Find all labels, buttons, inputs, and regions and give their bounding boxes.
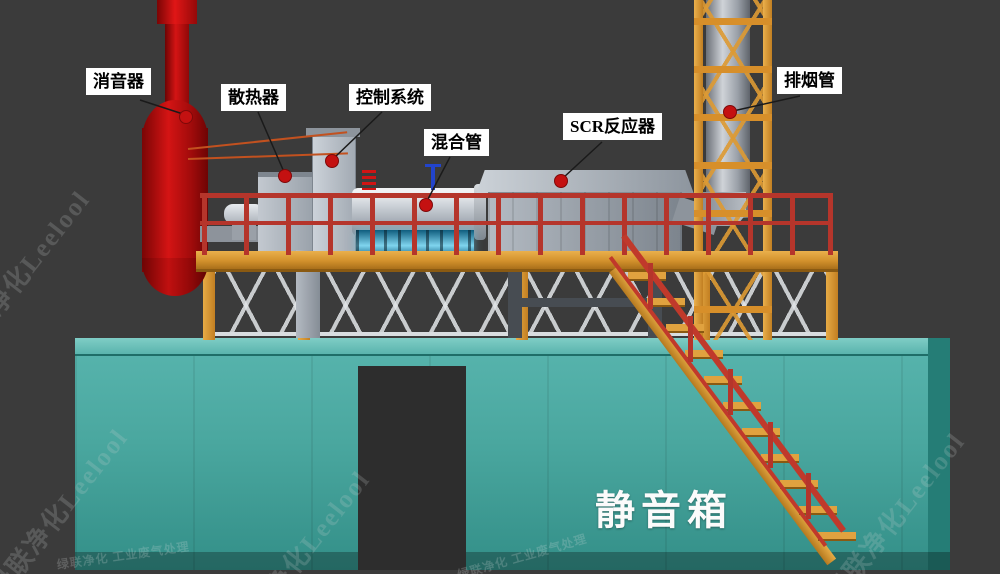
railing-post: [790, 193, 795, 255]
tower-column: [694, 0, 703, 340]
railing-post: [622, 193, 627, 255]
platform-beam: [196, 251, 838, 272]
railing-post: [286, 193, 291, 255]
railing-post: [748, 193, 753, 255]
stair-step: [685, 350, 723, 359]
railing-post: [328, 193, 333, 255]
stair-rail-post: [688, 316, 693, 362]
railing-post: [496, 193, 501, 255]
muffler-tank-body: [142, 128, 208, 272]
silencer-box-bottom-shadow: [75, 552, 950, 570]
stair-step: [628, 272, 666, 281]
stair-step: [742, 428, 780, 437]
label-radiator: 散热器: [221, 84, 286, 112]
stair-step: [647, 298, 685, 307]
tower-rung: [694, 210, 772, 217]
tower-rung: [694, 306, 772, 313]
stair-rail-post: [806, 473, 811, 519]
railing-mid-rail: [200, 221, 832, 225]
railing-post: [664, 193, 669, 255]
railing-post: [202, 193, 207, 255]
door-opening: [358, 366, 466, 570]
railing-post: [244, 193, 249, 255]
tower-rung: [694, 114, 772, 121]
railing-post: [454, 193, 459, 255]
label-exhaust-pipe: 排烟管: [777, 67, 842, 95]
stair-step: [761, 454, 799, 463]
tower-column: [763, 0, 772, 340]
railing-post: [580, 193, 585, 255]
silencer-box-title: 静音箱: [595, 488, 733, 533]
stair-rail-post: [768, 422, 773, 468]
stair-step: [799, 506, 837, 515]
tower-rung: [694, 162, 772, 169]
valve-stem: [431, 166, 435, 190]
silencer-box: [75, 338, 950, 570]
stair-rail-post: [728, 369, 733, 415]
railing-post: [706, 193, 711, 255]
silencer-box-top-band: [75, 338, 950, 356]
tower-rung: [694, 18, 772, 25]
railing-top-rail: [200, 193, 832, 198]
railing-post: [828, 193, 833, 255]
reactor-support-beam: [508, 298, 662, 307]
label-muffler: 消音器: [86, 68, 151, 96]
railing-post: [412, 193, 417, 255]
label-scr-reactor: SCR反应器: [563, 113, 663, 141]
railing-post: [370, 193, 375, 255]
stair-rail-post: [648, 263, 653, 309]
stair-step: [704, 376, 742, 385]
scr-reactor-ribs: [488, 192, 682, 258]
tower-lattice: [694, 0, 772, 340]
valve-handle: [425, 164, 441, 167]
platform-leg: [203, 266, 215, 340]
railing-post: [538, 193, 543, 255]
platform-leg: [826, 266, 838, 340]
stair-step: [723, 402, 761, 411]
dosing-coil: [362, 170, 376, 190]
label-mixing-pipe: 混合管: [424, 129, 489, 157]
label-control-system: 控制系统: [349, 84, 431, 112]
scr-reactor-top: [476, 170, 694, 194]
silencer-box-right-cap: [928, 338, 950, 570]
stair-step: [780, 480, 818, 489]
tower-rung: [694, 66, 772, 73]
stair-step: [818, 532, 856, 541]
stair-step: [666, 324, 704, 333]
muffler-pipe-collar: [157, 0, 197, 24]
mixing-pipe-flange: [474, 184, 486, 240]
